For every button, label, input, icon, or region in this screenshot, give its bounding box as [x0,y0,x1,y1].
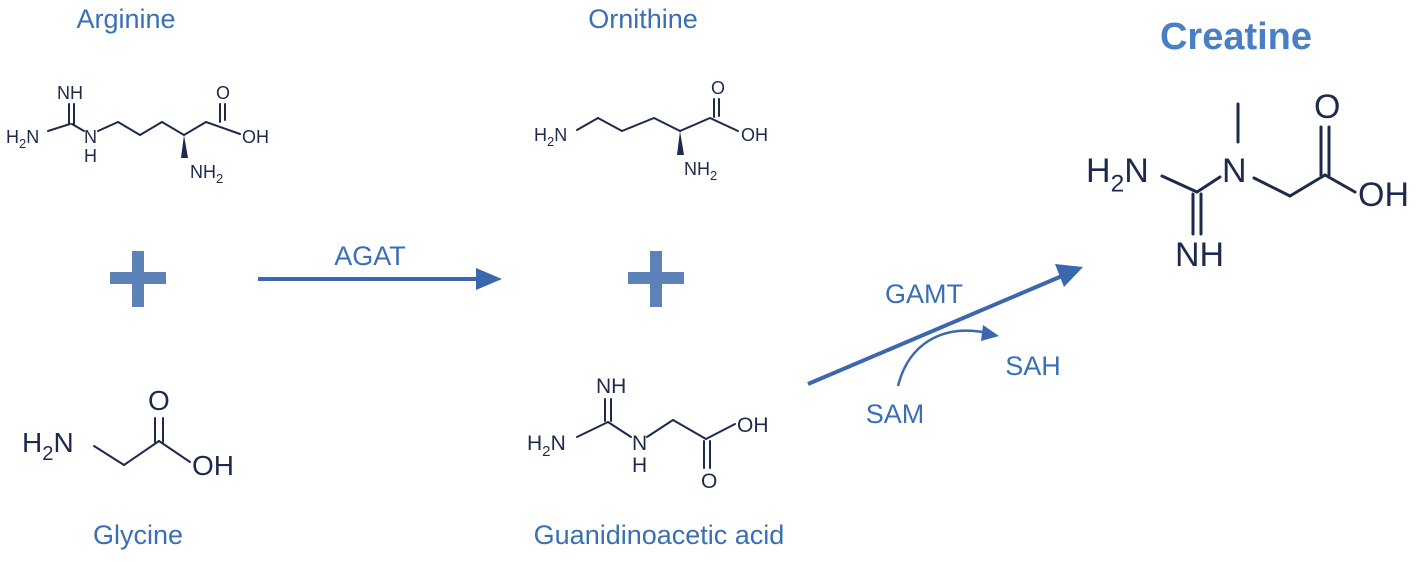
cre-o-atom: O [1314,88,1340,126]
gamt-arrow [807,264,1083,386]
ornithine-structure: H2N O OH NH2 [534,78,768,183]
arginine-label: Arginine [76,4,176,34]
orn-nh2-atom: NH2 [684,159,717,183]
glycine-structure: H2N O OH [22,385,234,481]
creatine-label: Creatine [1159,16,1313,58]
agat-enzyme-label: AGAT [334,241,406,271]
arg-h-atom: H [84,146,97,166]
arg-h2n-atom: H2N [6,127,39,151]
ornithine-label: Ornithine [588,4,698,34]
plus-icon-right [628,251,684,307]
gaa-n-atom: N [632,432,647,455]
cre-oh-atom: OH [1358,176,1409,214]
arginine-structure: NH H2N N H O OH NH2 [6,83,269,186]
sah-cofactor-label: SAH [1005,351,1061,381]
plus-icon-left [110,251,166,307]
arg-o-atom: O [216,83,230,103]
gly-h2n-atom: H2N [22,427,74,465]
orn-oh-atom: OH [741,125,768,145]
sam-sah-curved-arrow [896,325,999,387]
cre-nh-atom: NH [1175,236,1224,274]
gly-o-atom: O [148,385,170,416]
gaa-o-atom: O [701,470,717,493]
sam-cofactor-label: SAM [865,399,925,429]
arg-n-atom: N [84,127,97,147]
arg-nh2-atom: NH2 [190,162,223,186]
gaa-nh-atom: NH [596,375,626,398]
cre-h2n-atom: H2N [1086,152,1149,198]
glycine-label: Glycine [92,520,184,550]
arg-nh-atom: NH [57,83,83,103]
agat-arrow [258,268,502,290]
gamt-enzyme-label: GAMT [885,279,963,309]
guanidinoacetic-acid-label: Guanidinoacetic acid [533,520,785,550]
cre-n-atom: N [1222,152,1247,190]
gaa-h-atom: H [632,454,647,477]
arg-oh-atom: OH [242,127,269,147]
gly-oh-atom: OH [192,450,234,481]
gaa-h2n-atom: H2N [527,432,566,460]
gaa-oh-atom: OH [737,414,769,437]
orn-h2n-atom: H2N [534,125,567,149]
orn-o-atom: O [711,78,725,98]
creatine-structure: H2N N NH O OH [1086,88,1409,274]
guanidinoacetic-acid-structure: NH H2N N H OH O [527,375,769,493]
